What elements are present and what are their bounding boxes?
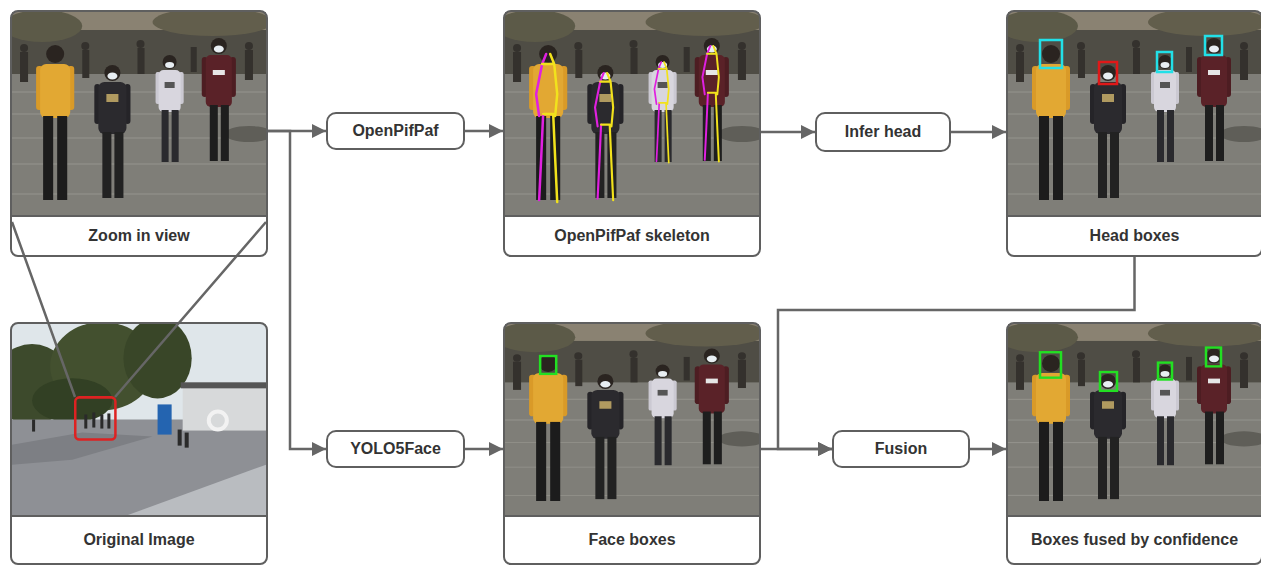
image-panel: Boxes fused by confidence [1006, 322, 1261, 565]
skeleton-overlay [654, 62, 668, 163]
caption-band: Boxes fused by confidence [1008, 515, 1261, 563]
process-box: YOLO5Face [326, 430, 465, 468]
process-label: OpenPifPaf [352, 121, 438, 140]
flow-arrow [761, 131, 815, 134]
panel-caption: OpenPifPaf skeleton [554, 226, 710, 245]
panel-caption: Boxes fused by confidence [1031, 530, 1238, 549]
skeleton-overlay [702, 46, 718, 161]
fused-box [1206, 348, 1221, 367]
head-box [1157, 52, 1172, 72]
process-box: Fusion [832, 430, 970, 468]
flow-arrow [951, 131, 1006, 134]
face-image [495, 320, 766, 517]
caption-band: Face boxes [505, 515, 759, 563]
process-box: OpenPifPaf [326, 112, 465, 150]
flow-arrow [465, 448, 503, 451]
image-panel: OpenPifPaf skeleton [503, 10, 761, 257]
skeleton-overlay [536, 54, 557, 202]
process-label: Fusion [875, 439, 927, 458]
head-image [998, 8, 1261, 217]
flow-arrow [970, 448, 1006, 451]
caption-band: Head boxes [1008, 215, 1261, 255]
flow-arrow [268, 131, 326, 449]
image-panel: Head boxes [1006, 10, 1261, 257]
panel-caption: Head boxes [1090, 226, 1180, 245]
process-box: Infer head [815, 112, 951, 152]
image-panel: Original Image [10, 322, 268, 565]
skeleton-image [495, 8, 766, 217]
zoom-image [2, 8, 273, 217]
flow-arrow [778, 257, 1135, 449]
caption-band: Zoom in view [12, 215, 266, 255]
head-box [1205, 36, 1222, 55]
image-panel: Zoom in view [10, 10, 268, 257]
caption-band: Original Image [12, 515, 266, 563]
zoom-guide-line [12, 222, 266, 397]
head-box [1099, 62, 1117, 84]
flow-arrow [761, 448, 832, 451]
fused-box [1100, 372, 1117, 391]
original-image [0, 318, 266, 517]
fused-box [1040, 352, 1061, 377]
process-label: YOLO5Face [350, 439, 441, 458]
image-panel: Face boxes [503, 322, 761, 565]
process-label: Infer head [845, 122, 921, 141]
panel-caption: Face boxes [588, 530, 675, 549]
flow-arrow [465, 130, 503, 133]
head-box [1040, 40, 1062, 68]
fused-image [998, 320, 1261, 517]
face-box [540, 356, 556, 374]
skeleton-overlay [595, 73, 613, 200]
fused-box [1158, 363, 1172, 380]
caption-band: OpenPifPaf skeleton [505, 215, 759, 255]
panel-caption: Zoom in view [88, 226, 189, 245]
panel-caption: Original Image [83, 530, 194, 549]
